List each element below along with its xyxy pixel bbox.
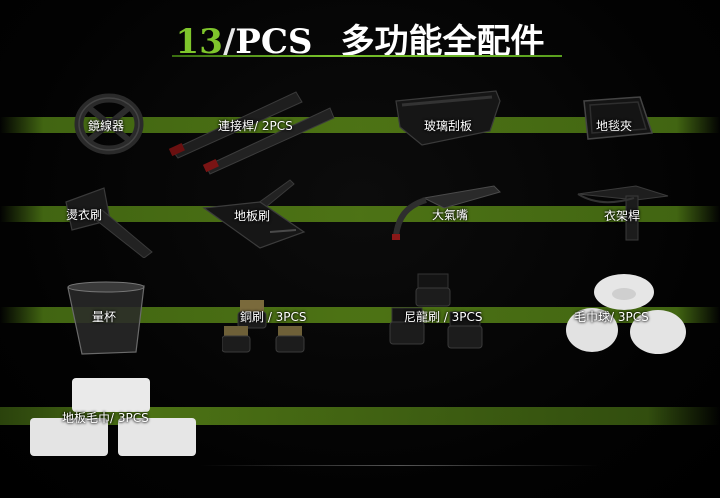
item-label-7: 大氣嘴 — [432, 208, 469, 222]
floor-brush-icon — [200, 176, 308, 256]
brass-brush-icon — [221, 296, 322, 360]
extension-tube-icon — [166, 86, 336, 180]
item-label-11: 尼龍刷 / 3PCS — [404, 310, 483, 324]
title-slash: / — [222, 22, 236, 62]
hanger-nozzle-icon — [574, 182, 670, 250]
bottom-divider — [200, 465, 600, 466]
title-underline — [172, 55, 562, 57]
item-label-4: 地毯夾 — [596, 119, 633, 133]
garment-steamer-icon — [58, 180, 158, 262]
item-label-9: 量杯 — [92, 310, 117, 324]
item-label-3: 玻璃刮板 — [424, 119, 473, 133]
floor-cloth-icon — [28, 376, 198, 464]
item-label-2: 連接桿/ 2PCS — [218, 119, 293, 133]
window-squeegee-icon — [392, 87, 504, 153]
nylon-brush-icon — [388, 272, 508, 356]
row-band-2 — [0, 206, 720, 222]
cloth-cover-icon — [566, 272, 688, 360]
carpet-glider-icon — [576, 95, 656, 147]
item-label-5: 燙衣刷 — [66, 208, 103, 222]
item-label-8: 衣架桿 — [604, 209, 641, 223]
jet-nozzle-icon — [384, 184, 502, 250]
item-label-6: 地板刷 — [234, 209, 271, 223]
item-label-12: 毛巾球/ 3PCS — [574, 310, 649, 324]
measuring-cup-icon — [64, 278, 150, 362]
circular-scraper-icon — [74, 93, 144, 159]
row-band-3 — [0, 307, 720, 323]
item-label-13: 地板毛巾/ 3PCS — [62, 411, 149, 425]
row-band-1 — [0, 117, 720, 133]
item-label-10: 銅刷 / 3PCS — [240, 310, 307, 324]
item-label-1: 鏡線器 — [88, 119, 125, 133]
